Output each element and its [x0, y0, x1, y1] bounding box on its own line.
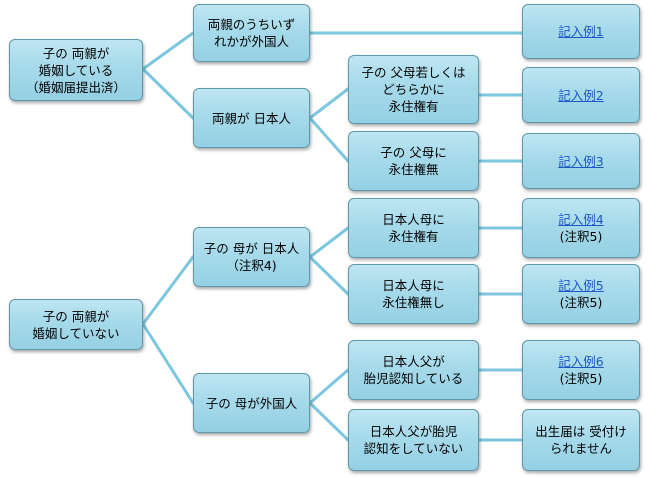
node-text: れかが外国人: [213, 34, 289, 49]
node-text: 日本人父が胎児: [369, 424, 458, 439]
example-note: (注釈5): [559, 295, 603, 310]
node-foreign-parent: 両親のうちいず れかが外国人: [193, 4, 310, 62]
node-jp-mother-residency-yes: 日本人母に 永住権有: [348, 198, 479, 258]
node-example-1: 記入例1: [522, 4, 640, 59]
connector-line: [308, 368, 350, 405]
node-text: 子の 母が外国人: [205, 395, 298, 411]
node-text: 子の 両親が: [42, 45, 110, 61]
node-text: 永住権無: [388, 162, 439, 177]
node-parent-residency-yes: 子の 父母若しくは どちらかに 永住権有: [348, 55, 479, 124]
node-text: 子の 母が 日本人: [203, 241, 300, 256]
node-text: 子の 父母若しくは: [361, 65, 466, 80]
example-link-1[interactable]: 記入例1: [558, 24, 604, 39]
node-text: られません: [549, 441, 613, 456]
node-mother-japanese: 子の 母が 日本人 （注釈4): [193, 227, 310, 287]
node-text: どちらかに: [382, 82, 445, 97]
example-link-5[interactable]: 記入例5: [558, 278, 604, 293]
node-text: 子の 父母に: [380, 145, 447, 160]
node-text: （注釈4): [226, 258, 277, 273]
node-jp-father-prenatal-yes: 日本人父が 胎児認知している: [348, 340, 479, 400]
node-example-4: 記入例4 (注釈5): [522, 198, 640, 258]
node-both-japanese: 両親が 日本人: [193, 88, 310, 148]
node-text: 両親が 日本人: [212, 110, 291, 126]
connector-line: [141, 31, 195, 71]
connector-line: [141, 322, 195, 405]
node-text: （婚姻届提出済）: [25, 79, 126, 95]
example-link-3[interactable]: 記入例3: [558, 153, 604, 169]
connector-line: [308, 255, 350, 296]
connector-line: [308, 226, 350, 259]
node-root-unmarried: 子の 両親が 婚姻していない: [9, 299, 143, 350]
node-jp-mother-residency-no: 日本人母に 永住権無し: [348, 264, 479, 324]
example-link-4[interactable]: 記入例4: [558, 212, 604, 227]
node-text: 胎児認知している: [363, 371, 464, 386]
node-text: 日本人母に: [382, 212, 445, 227]
example-link-6[interactable]: 記入例6: [558, 354, 604, 369]
node-example-6: 記入例6 (注釈5): [522, 340, 640, 400]
node-text: 出生届は 受付け: [535, 424, 627, 439]
node-text: 認知をしていない: [363, 441, 464, 456]
connector-line: [308, 116, 350, 163]
node-text: 子の 両親が: [42, 308, 110, 324]
node-jp-father-prenatal-no: 日本人父が胎児 認知をしていない: [348, 409, 479, 471]
connector-line: [141, 255, 195, 326]
node-parent-residency-no: 子の 父母に 永住権無: [348, 131, 479, 191]
node-example-5: 記入例5 (注釈5): [522, 264, 640, 324]
node-text: 永住権無し: [382, 295, 445, 310]
node-text: 婚姻している: [38, 62, 114, 78]
node-text: 日本人母に: [382, 278, 445, 293]
node-text: 両親のうちいず: [207, 17, 296, 32]
connector-line: [308, 401, 350, 442]
example-note: (注釈5): [559, 229, 603, 244]
node-no-birth-registration: 出生届は 受付け られません: [522, 409, 640, 471]
connector-line: [141, 67, 195, 120]
example-note: (注釈5): [559, 371, 603, 386]
example-link-2[interactable]: 記入例2: [558, 87, 604, 103]
node-mother-foreign: 子の 母が外国人: [193, 373, 310, 433]
node-root-married: 子の 両親が 婚姻している （婚姻届提出済）: [9, 39, 143, 101]
node-text: 日本人父が: [382, 354, 445, 369]
node-text: 永住権有: [388, 99, 439, 114]
node-text: 永住権有: [388, 229, 439, 244]
node-example-3: 記入例3: [522, 133, 640, 189]
node-text: 婚姻していない: [32, 325, 120, 341]
connector-line: [308, 87, 350, 120]
node-example-2: 記入例2: [522, 67, 640, 123]
